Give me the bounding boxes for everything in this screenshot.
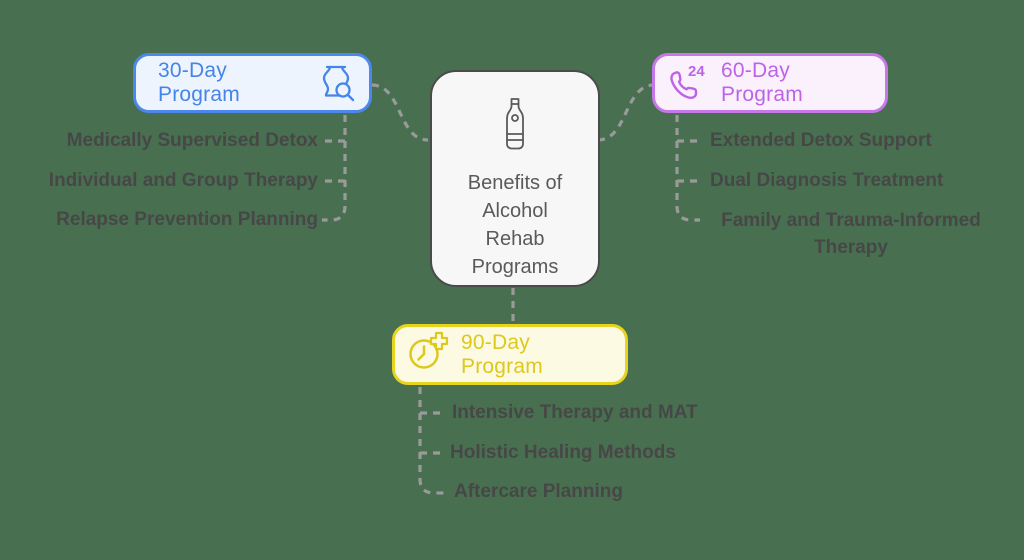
- node-60-day-program: 24 60-Day Program: [652, 53, 888, 113]
- sub-item-family-trauma-informed-therapy: Family and Trauma-Informed Therapy: [721, 210, 981, 258]
- center-title-line: Programs: [471, 256, 559, 278]
- connector-center-to-30day: [371, 83, 429, 142]
- connector-90day-branch: [418, 387, 444, 495]
- sub-item-individual-and-group-therapy: Individual and Group Therapy: [48, 170, 318, 191]
- sub-item-dual-diagnosis-treatment: Dual Diagnosis Treatment: [710, 170, 944, 191]
- sub-item-holistic-healing-methods: Holistic Healing Methods: [450, 442, 676, 463]
- center-node: Benefits of Alcohol Rehab Programs: [430, 70, 600, 287]
- center-title-line: Alcohol: [482, 200, 548, 222]
- center-title-line: Benefits of: [467, 172, 563, 194]
- center-title-line: Rehab: [485, 228, 545, 250]
- sub-item-extended-detox-support: Extended Detox Support: [710, 130, 932, 151]
- node-30-day-program: 30-Day Program: [133, 53, 372, 113]
- connector-60day-branch: [675, 115, 700, 222]
- wine-bottle-icon: [501, 96, 529, 157]
- detox-jar-magnifier-icon: [313, 60, 359, 107]
- node-90-day-program: 90-Day Program: [392, 324, 628, 385]
- sub-item-medically-supervised-detox: Medically Supervised Detox: [66, 130, 318, 151]
- node-30-day-label: 30-Day Program: [158, 59, 240, 106]
- connector-30day-branch: [322, 115, 347, 222]
- center-title: Benefits of Alcohol Rehab Programs: [468, 169, 563, 281]
- sub-item-intensive-therapy-and-mat: Intensive Therapy and MAT: [452, 402, 698, 423]
- phone-24h-icon: 24: [665, 59, 711, 108]
- sub-item-relapse-prevention-planning: Relapse Prevention Planning: [56, 209, 318, 230]
- phone-24-badge: 24: [688, 63, 705, 80]
- node-90-day-label: 90-Day Program: [461, 330, 543, 378]
- sub-item-aftercare-planning: Aftercare Planning: [454, 481, 623, 502]
- node-60-day-label: 60-Day Program: [721, 59, 803, 106]
- connector-center-to-60day: [597, 83, 655, 142]
- clock-plus-icon: [405, 330, 451, 379]
